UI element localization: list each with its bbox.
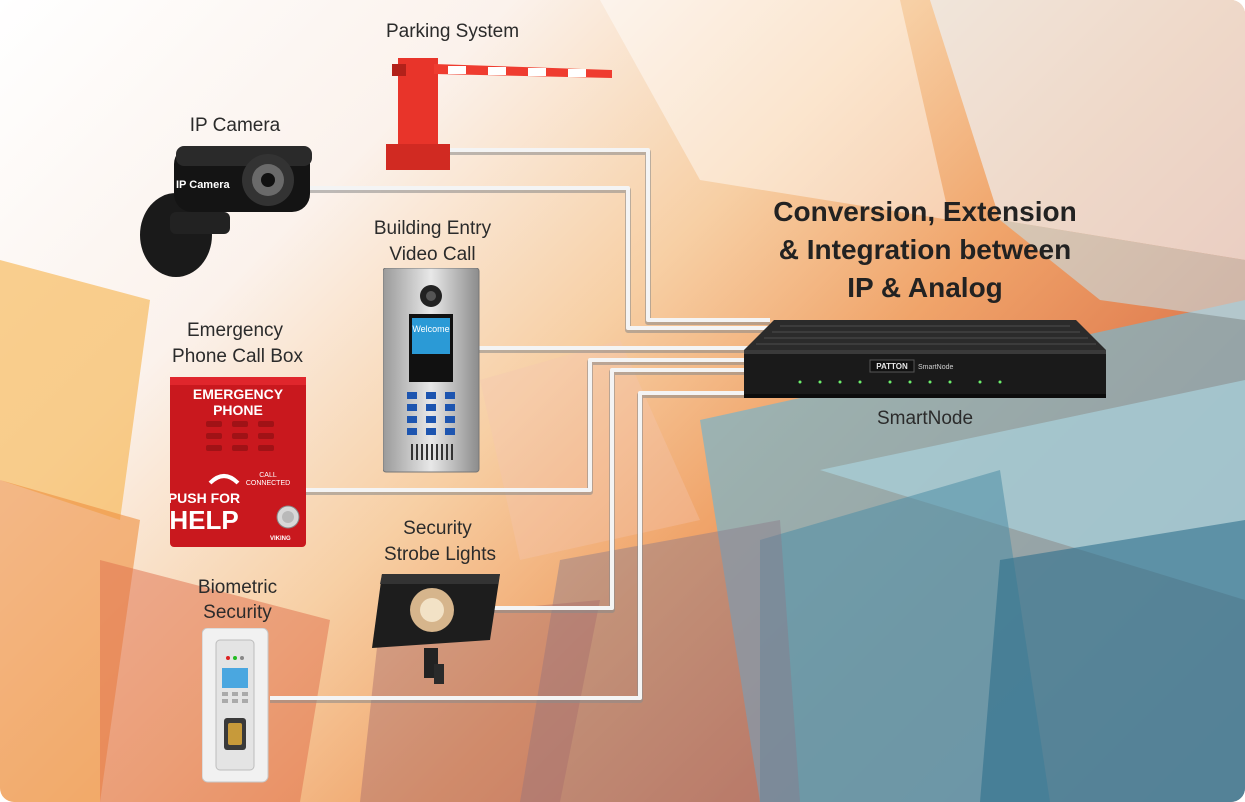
smartnode-model-text: SmartNode [918,364,954,371]
smartnode-label: SmartNode [876,408,974,429]
smartnode-brand-text: PATTON [876,362,908,371]
parking-system-label: Parking System [385,21,520,42]
ip-camera-body-text: IP Camera [176,179,230,191]
headline: Conversion, Extension & Integration betw… [760,193,1090,307]
strobe-light-image [372,574,500,684]
headline-line-1: Conversion, Extension [773,196,1077,227]
strobe-label-line-1: Security [403,518,472,539]
headline-line-2: & Integration between [778,234,1072,265]
smartnode-device-image: PATTON SmartNode [744,320,1106,398]
emergency-label-line-2: Phone Call Box [172,346,303,367]
emergency-push-text: PUSH FOR [170,490,240,506]
ip-camera-image: IP Camera [140,146,312,277]
emergency-label-line-1: Emergency [186,320,284,341]
biometric-label-line-1: Biometric [197,577,278,598]
headline-line-3: IP & Analog [847,272,1003,303]
strobe-label-line-2: Strobe Lights [384,544,496,565]
emergency-sign-line-1: EMERGENCY [193,386,284,402]
parking-barrier-image [386,58,612,170]
emergency-help-text: HELP [170,505,239,535]
building-entry-label-line-2: Video Call [389,244,476,265]
biometric-reader-image [202,628,269,783]
entry-screen-text: Welcome [412,324,449,334]
emergency-call-line-2: CONNECTED [246,480,290,487]
emergency-sign-line-2: PHONE [213,402,263,418]
ip-camera-label: IP Camera [189,115,281,136]
emergency-brand: VIKING [270,536,291,542]
building-entry-label-line-1: Building Entry [373,218,492,239]
building-entry-panel-image: Welcome [383,268,480,473]
biometric-label-line-2: Security [203,602,272,623]
emergency-call-box-image: EMERGENCY PHONE CALL CONNECTED PUSH FOR … [170,377,306,547]
emergency-call-line-1: CALL [259,472,277,479]
